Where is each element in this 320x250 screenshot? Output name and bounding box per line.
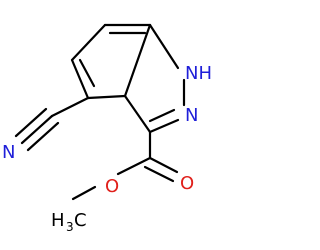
bond-c7-c6 <box>70 23 107 62</box>
bond-ccarbonyl-ocarbonyl-double <box>143 165 175 183</box>
atom-label-methyl-h: H <box>51 210 65 231</box>
bond-cn-triple-b <box>14 107 48 138</box>
atom-label-carbonyl-o: O <box>180 173 194 194</box>
bond-c3-c3a <box>123 94 152 134</box>
atom-label-nitrile-n: N <box>2 142 15 163</box>
atom-label-methyl-sub: 3 <box>66 220 74 234</box>
atom-label-methyl-c: C <box>74 210 87 231</box>
atom-label-ester-o: O <box>105 176 119 197</box>
atom-label-nh: NH <box>185 63 212 84</box>
bond-cn-triple-a <box>20 114 54 145</box>
bond-c6-c5 <box>70 58 90 100</box>
bond-ccarbonyl-ocarbonyl <box>148 156 179 174</box>
bond-c7a-n1 <box>148 23 180 70</box>
bond-oester-ch3 <box>71 185 97 201</box>
bond-ccarbonyl-oester <box>116 156 152 176</box>
atom-label-n2: N <box>185 105 198 126</box>
molecule-diagram: NH N N O O H 3 C <box>2 23 212 234</box>
bond-n2-c3-double <box>148 108 176 123</box>
bond-c5-c4 <box>86 94 127 100</box>
bond-c4-cn <box>50 96 90 118</box>
bond-cn-triple-c <box>26 121 60 152</box>
bond-n2-c3 <box>148 118 180 134</box>
bond-c6-c5-double <box>78 58 96 88</box>
bond-c7a-c3a <box>123 23 152 98</box>
